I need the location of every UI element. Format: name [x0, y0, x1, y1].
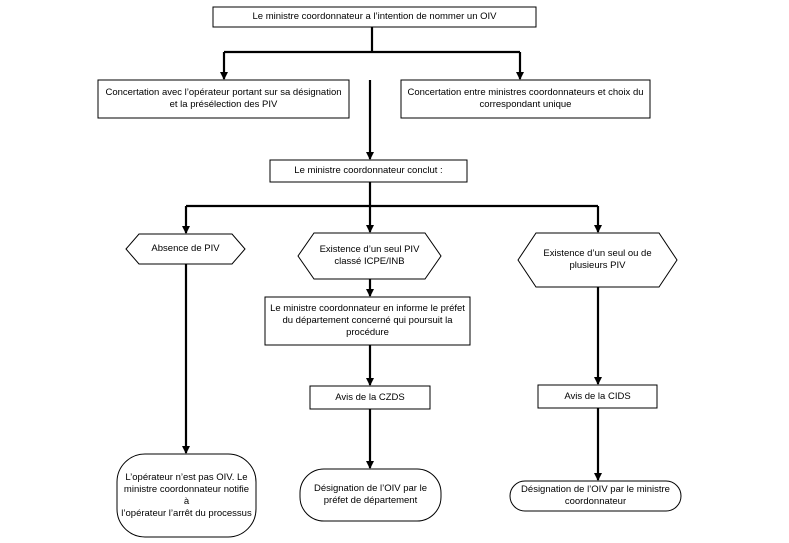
- node-concert-operator-shape: [97, 79, 350, 119]
- node-designation-minister-line1: Désignation de l’OIV par le ministre: [521, 484, 670, 495]
- node-czds: Avis de la CZDS: [310, 386, 430, 409]
- node-concert-ministers-shape: [400, 79, 651, 119]
- node-concert-ministers-line2: correspondant unique: [479, 99, 572, 110]
- node-concert-operator-line1: Concertation avec l’opérateur portant su…: [105, 87, 342, 98]
- node-designation-prefect-line1: Désignation de l’OIV par le: [313, 483, 427, 494]
- node-conclude: Le ministre coordonnateur conclut :: [270, 160, 467, 182]
- node-multi-piv-shape: [517, 232, 678, 288]
- node-absence: Absence de PIV: [139, 234, 232, 264]
- node-single-piv: Existence d’un seul PIV classé ICPE/INB: [314, 233, 425, 279]
- node-conclude-shape: [269, 159, 468, 183]
- node-not-oiv: L’opérateur n’est pas OIV. Le ministre c…: [117, 454, 256, 537]
- node-concert-ministers-line1: Concertation entre ministres coordonnate…: [407, 87, 644, 98]
- node-designation-prefect: Désignation de l’OIV par le préfet de dé…: [300, 469, 441, 521]
- node-absence-text: Absence de PIV: [151, 243, 220, 254]
- node-inform-prefect-line1: Le ministre coordonnateur en informe le …: [270, 303, 465, 314]
- node-top-text: Le ministre coordonnateur a l’intention …: [252, 11, 497, 22]
- node-not-oiv-line2: ministre coordonnateur notifie à: [123, 483, 250, 507]
- node-not-oiv-shape: [116, 453, 257, 538]
- node-cids-text: Avis de la CIDS: [564, 390, 631, 402]
- node-designation-prefect-line2: préfet de département: [323, 495, 418, 506]
- node-top: Le ministre coordonnateur a l’intention …: [213, 7, 536, 27]
- node-inform-prefect-line2: du département concerné qui poursuit la: [282, 315, 453, 326]
- node-not-oiv-line3: l’opérateur l’arrêt du processus: [121, 507, 252, 519]
- node-concert-operator-line2: et la présélection des PIV: [169, 99, 278, 110]
- node-multi-piv-line1: Existence d’un seul ou de: [543, 248, 652, 259]
- node-inform-prefect: Le ministre coordonnateur en informe le …: [265, 297, 470, 345]
- node-single-piv-line1: Existence d’un seul PIV: [319, 244, 420, 255]
- node-concert-operator: Concertation avec l’opérateur portant su…: [98, 80, 349, 118]
- node-inform-prefect-line3: procédure: [346, 327, 389, 338]
- node-single-piv-shape: [297, 232, 442, 280]
- node-absence-shape: [125, 233, 246, 265]
- node-designation-minister-line2: coordonnateur: [564, 496, 627, 507]
- node-concert-ministers: Concertation entre ministres coordonnate…: [401, 80, 650, 118]
- node-designation-minister: Désignation de l’OIV par le ministre coo…: [510, 481, 681, 511]
- node-top-shape: [212, 6, 537, 28]
- node-cids: Avis de la CIDS: [538, 385, 657, 408]
- node-czds-text: Avis de la CZDS: [335, 391, 405, 403]
- node-single-piv-line2: classé ICPE/INB: [334, 256, 405, 267]
- node-multi-piv-line2: plusieurs PIV: [569, 260, 626, 271]
- node-inform-prefect-shape: [264, 296, 471, 346]
- node-designation-prefect-shape: [299, 468, 442, 522]
- node-not-oiv-line1: L’opérateur n’est pas OIV. Le: [125, 471, 248, 483]
- node-multi-piv: Existence d’un seul ou de plusieurs PIV: [536, 233, 659, 287]
- node-conclude-text: Le ministre coordonnateur conclut :: [294, 165, 443, 176]
- node-designation-minister-shape: [509, 480, 682, 512]
